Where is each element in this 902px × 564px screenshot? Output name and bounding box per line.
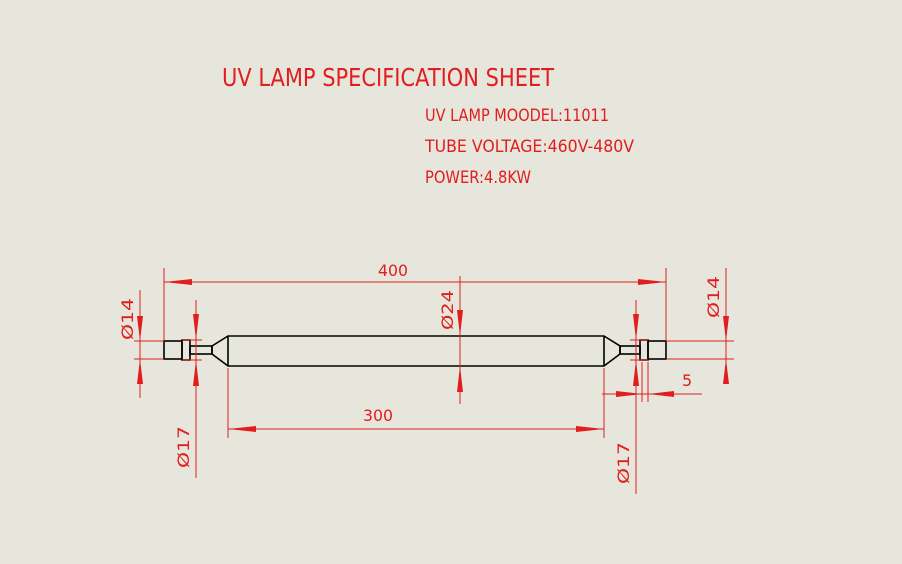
left-cap-diameter-label: Ø14 (118, 298, 137, 340)
spec-voltage: TUBE VOLTAGE:460V-480V (424, 137, 634, 157)
arrow-head (457, 366, 463, 392)
right-neck-diameter-label: Ø17 (614, 442, 633, 484)
arrow-head (576, 426, 604, 432)
arrow-head (228, 426, 256, 432)
dim-tube-diameter: Ø24 (438, 276, 463, 404)
arrow-head (723, 359, 729, 384)
overall-length-label: 400 (378, 261, 408, 280)
arrow-head (137, 359, 143, 384)
arrow-head (193, 360, 199, 386)
dim-cap-length: 5 (602, 362, 702, 402)
arrow-head (723, 316, 729, 341)
right-end-cap (647, 340, 667, 360)
left-end-cap (163, 340, 183, 360)
left-neck-diameter-label: Ø17 (174, 426, 193, 468)
sheet-title: UV LAMP SPECIFICATION SHEET (222, 63, 555, 92)
arrow-head (648, 391, 674, 397)
arrow-head (638, 279, 666, 285)
tube-length-label: 300 (363, 406, 393, 425)
right-cap-diameter-label: Ø14 (704, 276, 723, 318)
arrow-head (193, 314, 199, 340)
cap-length-label: 5 (682, 371, 692, 390)
left-cap-collar (181, 339, 191, 361)
arrow-head (164, 279, 192, 285)
dim-left-cap-diameter: Ø14 (118, 290, 164, 398)
tube-diameter-label: Ø24 (438, 290, 457, 330)
lamp-outline (163, 335, 667, 367)
right-lead (619, 345, 641, 355)
dim-right-cap-diameter: Ø14 (666, 268, 734, 384)
dim-left-neck-diameter: Ø17 (174, 300, 202, 478)
arrow-head (457, 310, 463, 336)
tube-body (211, 335, 621, 367)
right-cap-collar (639, 339, 649, 361)
dim-right-neck-diameter: Ø17 (614, 300, 648, 494)
arrow-head (616, 391, 642, 397)
spec-power: POWER:4.8KW (425, 168, 531, 188)
arrow-head (137, 316, 143, 341)
dim-tube-length: 300 (227, 368, 605, 438)
left-lead (189, 345, 213, 355)
arrow-head (633, 314, 639, 340)
spec-model: UV LAMP MOODEL:11011 (425, 106, 609, 126)
dim-overall-length: 400 (163, 261, 667, 340)
arrow-head (633, 360, 639, 386)
